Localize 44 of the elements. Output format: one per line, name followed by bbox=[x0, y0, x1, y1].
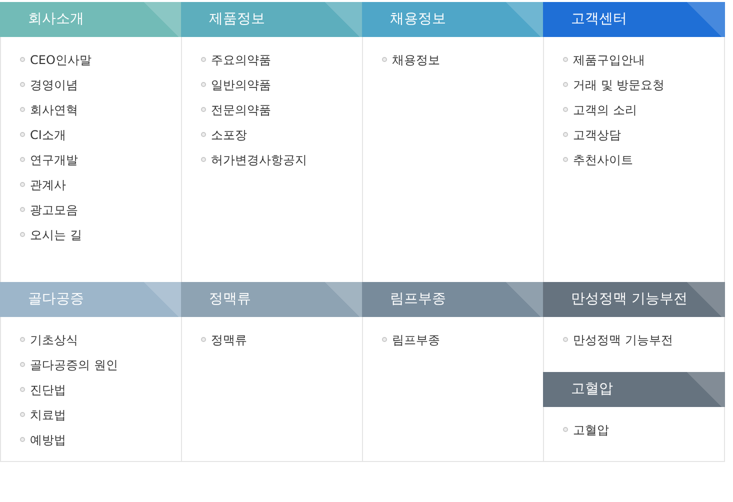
section-header: 림프부종 bbox=[362, 282, 544, 317]
menu-item: 관계사 bbox=[30, 178, 66, 192]
menu-item: 회사연혁 bbox=[30, 103, 78, 118]
menu-item: 치료법 bbox=[30, 408, 66, 422]
section-header: 고객센터 bbox=[543, 2, 725, 37]
section-header: 골다공증 bbox=[0, 282, 182, 317]
menu-item: 고혈압 bbox=[573, 423, 609, 438]
menu-item: 추천사이트 bbox=[573, 153, 633, 168]
menu-item: CI소개 bbox=[30, 128, 66, 142]
menu-item: 예방법 bbox=[30, 433, 66, 448]
menu-item: 만성정맥 기능부전 bbox=[573, 333, 673, 348]
menu-item: 림프부종 bbox=[392, 333, 440, 348]
menu-panel bbox=[362, 282, 544, 462]
section-header: 제품정보 bbox=[181, 2, 363, 37]
menu-item: CEO인사말 bbox=[30, 53, 92, 68]
menu-item: 고객상담 bbox=[573, 128, 621, 142]
menu-item: 정맥류 bbox=[211, 333, 247, 348]
section-header: 회사소개 bbox=[0, 2, 182, 37]
menu-panel bbox=[0, 282, 182, 462]
section-header: 정맥류 bbox=[181, 282, 363, 317]
menu-item: 제품구입안내 bbox=[573, 53, 645, 68]
section-header: 채용정보 bbox=[362, 2, 544, 37]
menu-item: 진단법 bbox=[30, 383, 66, 398]
menu-item: 고객의 소리 bbox=[573, 103, 637, 118]
menu-item: 골다공증의 원인 bbox=[30, 358, 118, 372]
section-header: 고혈압 bbox=[543, 372, 725, 407]
menu-panel bbox=[543, 2, 725, 283]
menu-item: 연구개발 bbox=[30, 153, 78, 168]
menu-item: 오시는 길 bbox=[30, 228, 82, 242]
menu-panel bbox=[543, 373, 725, 462]
menu-panel bbox=[0, 2, 182, 283]
section-header: 만성정맥 기능부전 bbox=[543, 282, 725, 317]
menu-item: 기초상식 bbox=[30, 333, 78, 348]
menu-item: 채용정보 bbox=[392, 53, 440, 68]
menu-item: 허가변경사항공지 bbox=[211, 153, 307, 168]
menu-panel bbox=[543, 282, 725, 373]
menu-item: 광고모음 bbox=[30, 203, 78, 218]
menu-item: 주요의약품 bbox=[211, 53, 271, 68]
menu-item: 전문의약품 bbox=[211, 103, 271, 118]
menu-panel bbox=[181, 282, 363, 462]
menu-item: 거래 및 방문요청 bbox=[573, 78, 665, 92]
menu-item: 경영이념 bbox=[30, 78, 78, 92]
menu-item: 일반의약품 bbox=[211, 78, 271, 92]
menu-item: 소포장 bbox=[211, 128, 247, 142]
